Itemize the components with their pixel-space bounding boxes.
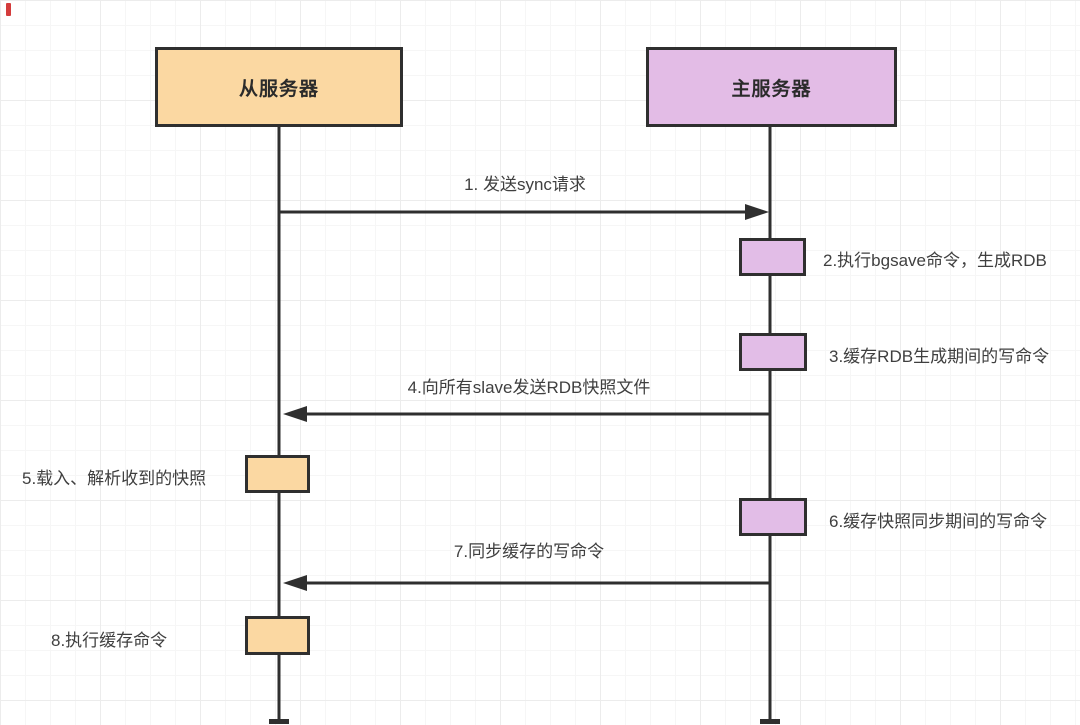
master-lifeline-cap	[760, 719, 780, 724]
activation-box-3	[739, 333, 807, 371]
actor-label-slave: 从服务器	[238, 78, 319, 100]
slave-lifeline-cap	[269, 719, 289, 724]
activation-2-label: 2.执行bgsave命令，生成RDB	[823, 251, 1047, 270]
actor-box-slave: 从服务器	[155, 47, 403, 127]
message-1-arrowhead	[745, 204, 769, 220]
message-7-arrowhead	[283, 575, 307, 591]
activation-box-2	[739, 238, 806, 276]
activation-5-label: 5.载入、解析收到的快照	[22, 469, 207, 488]
actor-box-master: 主服务器	[646, 47, 897, 127]
message-7-label: 7.同步缓存的写命令	[453, 542, 605, 561]
activation-box-5	[245, 455, 310, 493]
message-4-label: 4.向所有slave发送RDB快照文件	[407, 378, 651, 397]
activation-3-label: 3.缓存RDB生成期间的写命令	[829, 347, 1050, 366]
activation-8-label: 8.执行缓存命令	[51, 631, 168, 650]
actor-label-master: 主服务器	[731, 78, 812, 100]
message-4-arrowhead	[283, 406, 307, 422]
red-marker	[6, 3, 11, 16]
message-1-label: 1. 发送sync请求	[464, 175, 586, 194]
activation-box-8	[245, 616, 310, 655]
activation-box-6	[739, 498, 807, 536]
activation-6-label: 6.缓存快照同步期间的写命令	[829, 512, 1048, 531]
